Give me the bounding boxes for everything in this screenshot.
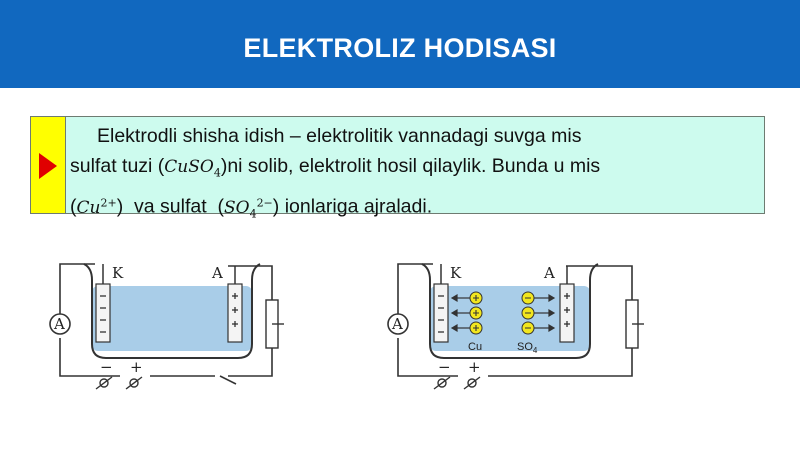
cathode-plate [433,283,449,343]
wire [59,263,95,328]
ammeter-icon [49,313,71,335]
so4-label: SO4 [517,341,538,355]
ammeter-icon [387,313,409,335]
anode-label: A [543,264,555,282]
so4-subscript: 4 [533,346,538,355]
cu-ions [469,291,483,335]
cathode-plate [95,283,111,343]
electrolysis-diagram-on: Cu SO4 K A A − + [387,263,644,390]
ammeter-label: A [53,315,65,333]
formula-subscript: 4 [213,166,221,180]
electrolyte-solution [430,286,590,351]
cu-label: Cu [468,341,482,353]
cathode-label: K [112,264,124,282]
formula-text: SO [223,198,250,219]
anode-label: A [211,264,223,282]
wire [228,265,273,300]
wire [228,348,273,377]
callout-line-1: Elektrodli shisha idish – elektrolitik v… [97,125,582,147]
electrolyte-water [92,286,252,351]
switch-lever [219,375,237,385]
play-arrow-icon [39,153,57,179]
glass-vessel [83,263,261,359]
formula-superscript: 2− [256,196,273,210]
formula-cuso4: CuSO4 [164,157,221,180]
callout-text: Elektrodli shisha idish – elektrolitik v… [70,121,760,229]
cathode-label: K [450,264,462,282]
so4-text: SO [517,341,533,353]
callout-divider [65,117,66,213]
plus-sign: + [130,358,143,376]
minus-sign: − [100,358,113,376]
callout-line-2: sulfat tuzi (CuSO4)ni solib, elektrolit … [70,151,760,188]
title-bar: ELEKTROLIZ HODISASI [0,0,800,88]
formula-text: CuSO [164,157,214,177]
glass-vessel [421,263,599,359]
info-callout: Elektrodli shisha idish – elektrolitik v… [30,116,765,220]
text-fragment: ) ionlariga ajraladi. [272,196,433,219]
formula-subscript: 4 [249,207,257,221]
text-fragment: )ni solib, elektrolit hosil qilaylik. Bu… [220,155,601,177]
callout-marker [31,117,65,213]
text-fragment: ) va sulfat ( [116,196,224,219]
so4-ions [521,291,535,335]
text-fragment: ( [70,196,77,219]
formula-superscript: 2+ [100,196,117,210]
electrolysis-diagram-off: K A A − + [49,263,284,390]
wire [59,338,120,377]
ammeter-label: A [391,315,403,333]
minus-sign: − [438,358,451,376]
formula-cu-ion: Cu2+ [76,196,117,219]
callout-line-3: (Cu2+) va sulfat (SO42−) ionlariga ajral… [70,188,760,229]
text-fragment: sulfat tuzi ( [70,155,165,177]
plus-sign: + [468,358,481,376]
formula-text: Cu [76,198,101,219]
page-title: ELEKTROLIZ HODISASI [243,32,557,63]
formula-so4-ion: SO42− [223,196,273,221]
